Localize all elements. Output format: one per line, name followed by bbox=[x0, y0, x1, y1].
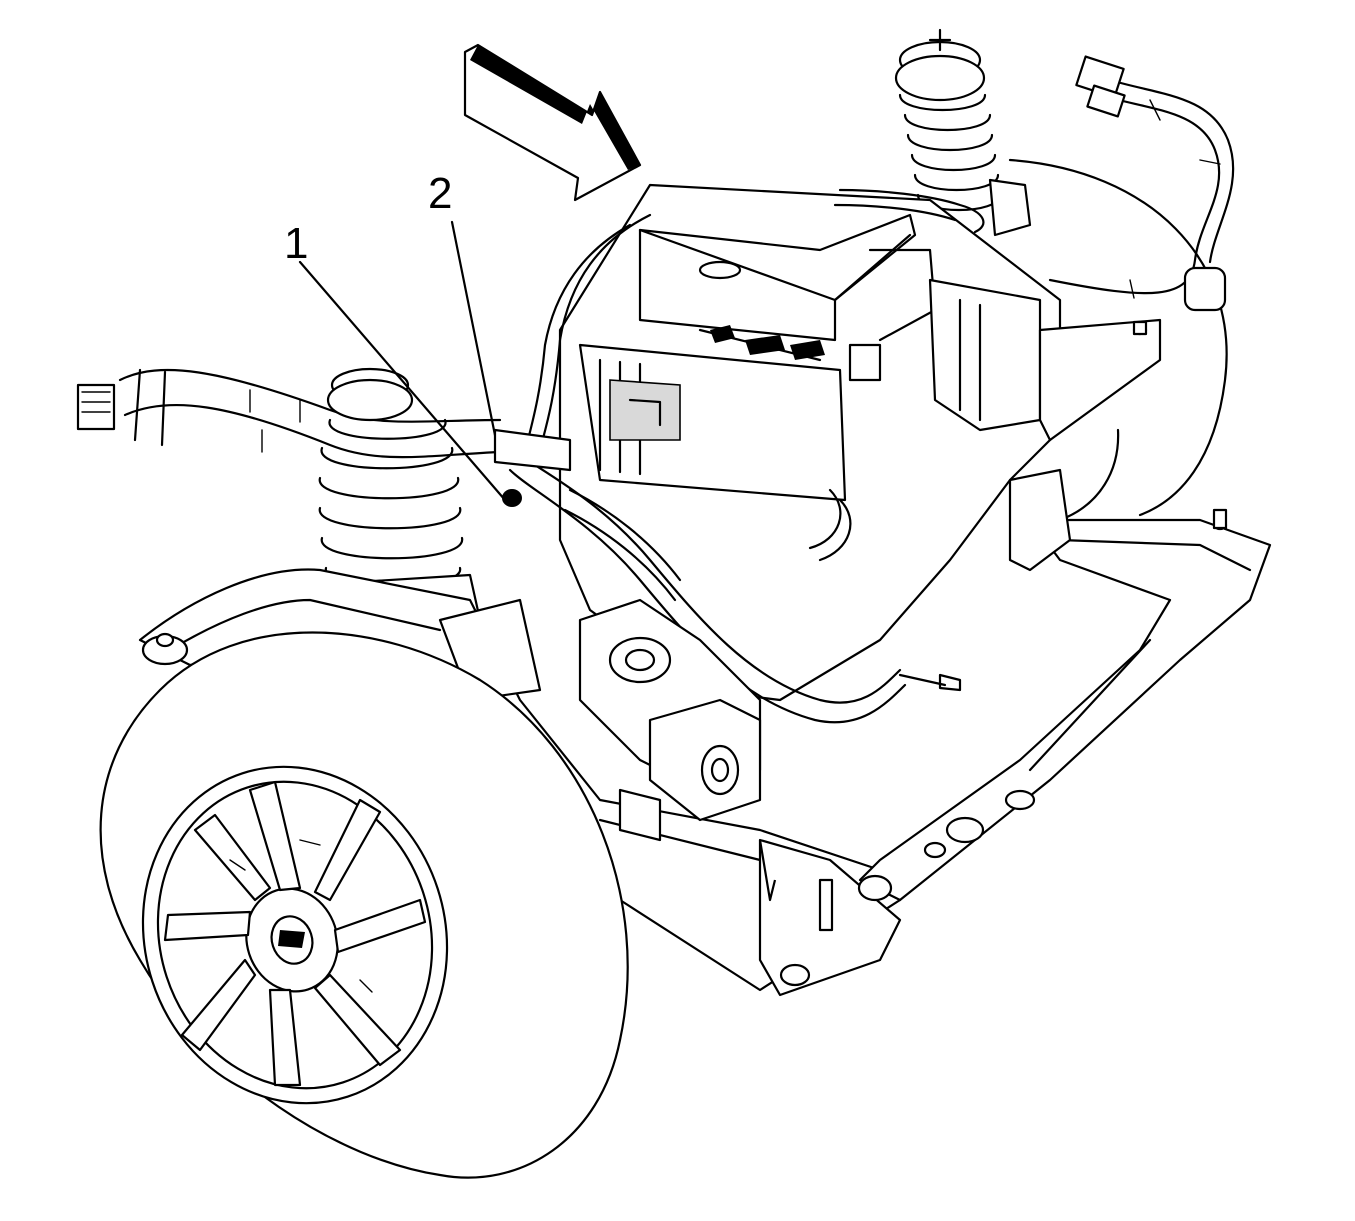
gearbox bbox=[578, 598, 762, 842]
wiring-harness-right bbox=[1048, 55, 1235, 312]
callout-labels: 1 2 bbox=[284, 169, 452, 268]
rear-tire-outline bbox=[1008, 158, 1228, 522]
wheel-spokes bbox=[163, 780, 427, 1087]
wiring-harness-left bbox=[76, 368, 502, 459]
callout-leaders bbox=[298, 220, 572, 507]
rear-coil-spring bbox=[894, 28, 1032, 237]
callout-2-label: 2 bbox=[428, 169, 452, 218]
view-direction-arrow bbox=[463, 43, 642, 202]
rear-cradle-rail bbox=[857, 508, 1272, 902]
front-wheel-tire bbox=[99, 631, 629, 1179]
callout-1-label: 1 bbox=[284, 219, 308, 268]
drive-unit-housing bbox=[558, 183, 1062, 702]
